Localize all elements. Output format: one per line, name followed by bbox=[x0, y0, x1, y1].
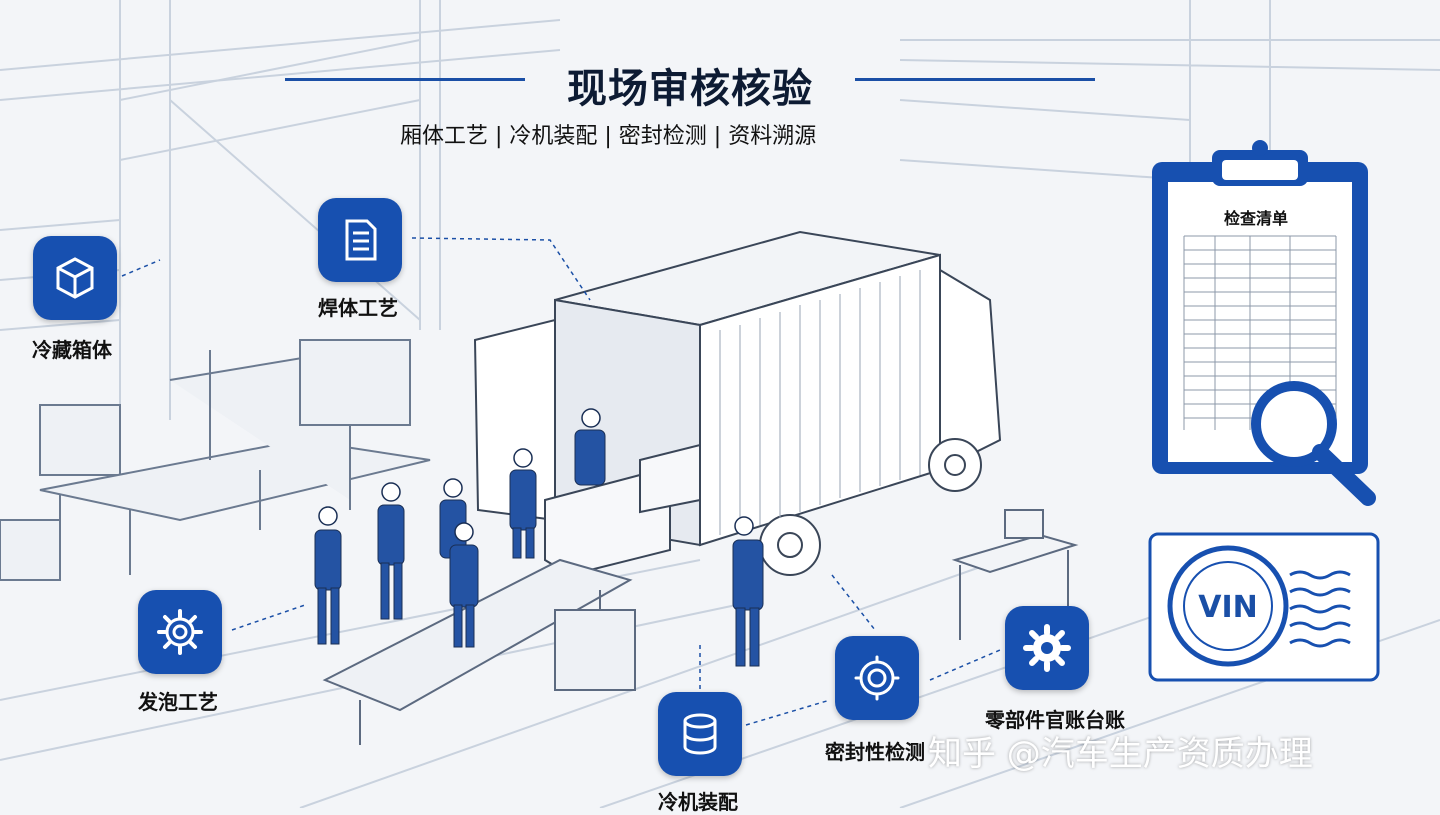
badge-label-refrigeration-unit: 冷机装配 bbox=[658, 790, 738, 814]
badge-foaming bbox=[138, 590, 222, 674]
badge-label-welding: 焊体工艺 bbox=[318, 296, 398, 320]
title-rule-left bbox=[285, 78, 525, 81]
badge-label-refrigerated-box: 冷藏箱体 bbox=[32, 338, 112, 362]
gear-cog-icon bbox=[1023, 624, 1071, 672]
badge-seal-test bbox=[835, 636, 919, 720]
clipboard-graphic bbox=[1152, 140, 1376, 506]
badge-label-foaming: 发泡工艺 bbox=[138, 690, 218, 714]
badge-refrigerated-box bbox=[33, 236, 117, 320]
document-icon bbox=[345, 219, 377, 261]
badge-parts-ledger bbox=[1005, 606, 1089, 690]
badge-refrigeration-unit bbox=[658, 692, 742, 776]
cube-icon bbox=[56, 257, 94, 299]
badge-label-parts-ledger: 零部件官账台账 bbox=[985, 708, 1125, 732]
seal-icon bbox=[854, 655, 900, 701]
watermark: 知乎 @汽车生产资质办理 bbox=[928, 734, 1313, 774]
cylinder-icon bbox=[683, 713, 717, 755]
vin-stamp-graphic bbox=[1148, 532, 1380, 682]
page-subtitle: 厢体工艺 | 冷机装配 | 密封检测 | 资料溯源 bbox=[400, 124, 817, 149]
title-block: 现场审核核验 bbox=[285, 56, 1095, 112]
title-rule-right bbox=[855, 78, 1095, 81]
badge-welding bbox=[318, 198, 402, 282]
gear-icon bbox=[157, 609, 203, 655]
checklist-title: 检查清单 bbox=[1223, 209, 1288, 228]
vin-stamp-text: VIN bbox=[1198, 590, 1258, 625]
badge-label-seal-test: 密封性检测 bbox=[825, 740, 925, 764]
page-title: 现场审核核验 bbox=[567, 66, 813, 112]
